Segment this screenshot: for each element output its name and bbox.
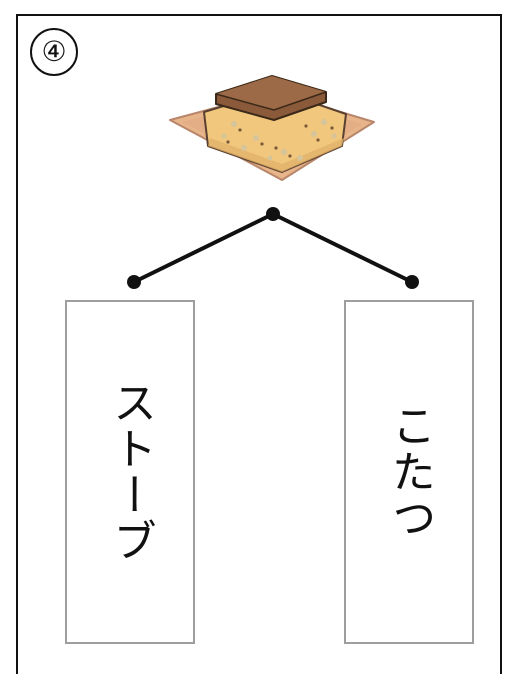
kotatsu-icon: [169, 75, 375, 181]
question-number: ④: [41, 35, 67, 68]
choice-card-kotatsu[interactable]: こたつ: [344, 300, 474, 644]
choice-label-stove: ストーブ: [105, 380, 156, 564]
question-number-badge: ④: [30, 28, 78, 76]
choice-card-stove[interactable]: ストーブ: [65, 300, 195, 644]
choice-label-kotatsu: こたつ: [384, 403, 435, 541]
